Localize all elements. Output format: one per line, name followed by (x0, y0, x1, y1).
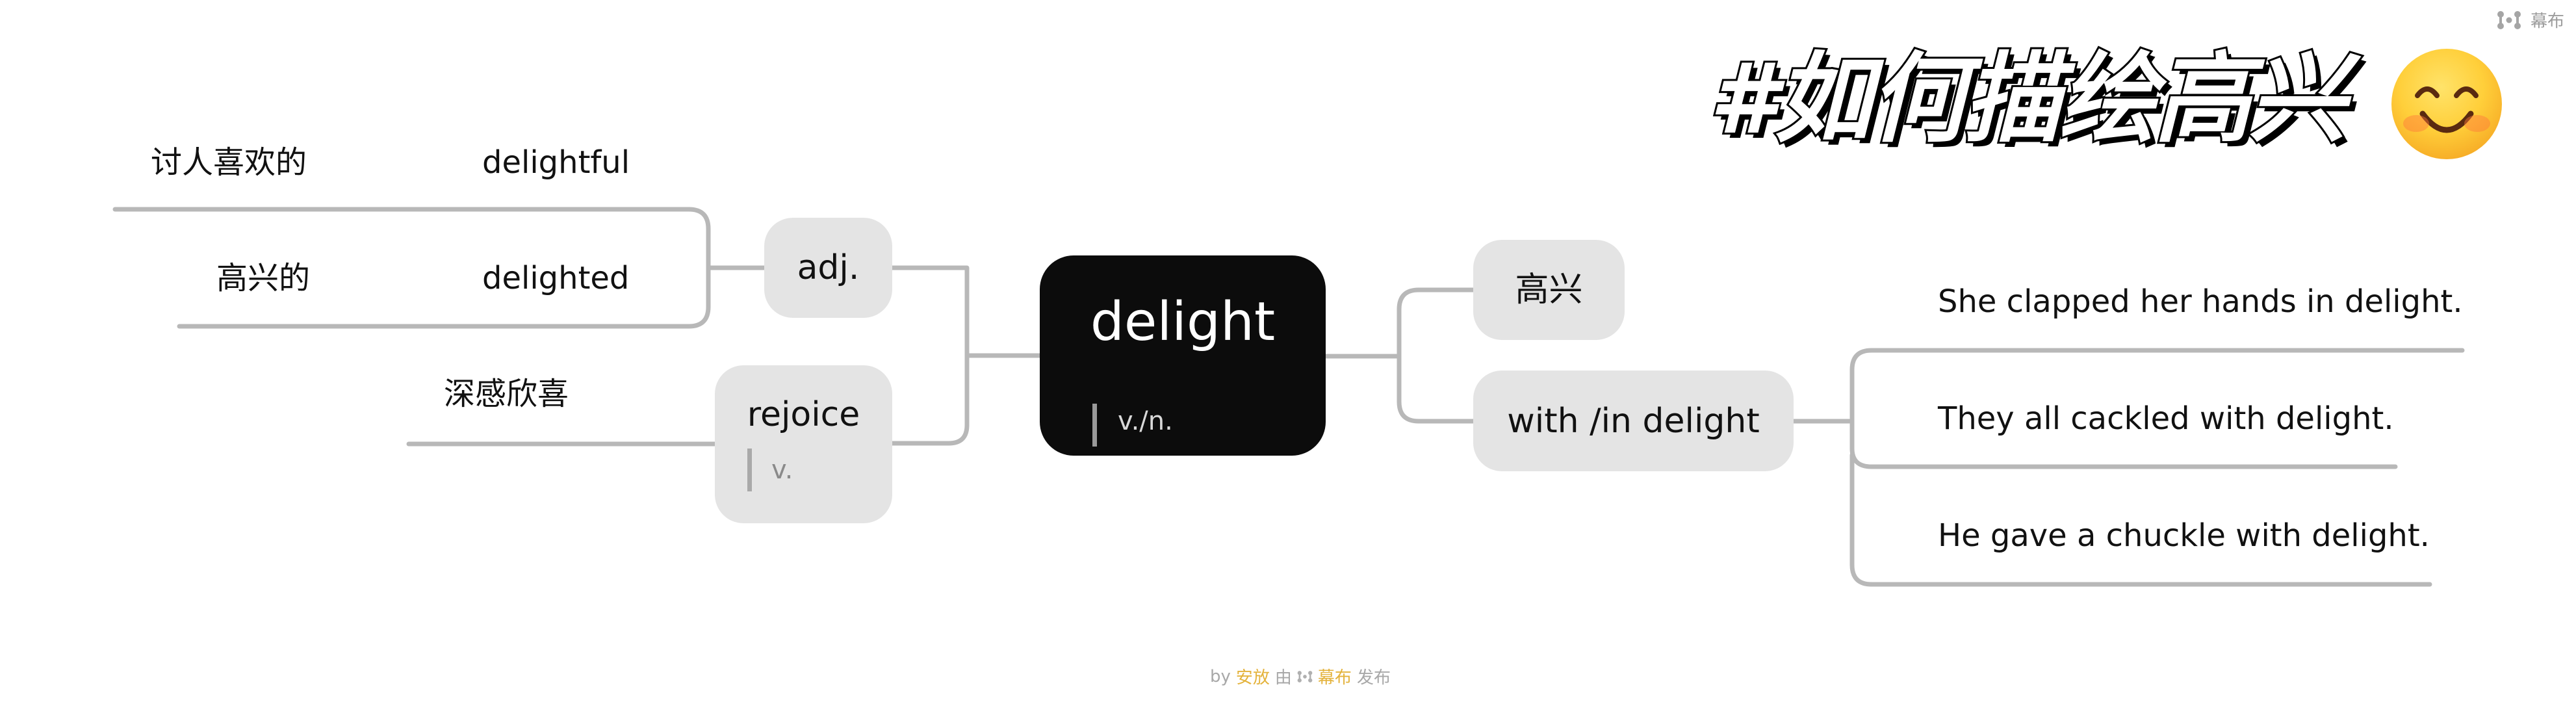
leaf-word-delightful[interactable]: delightful (482, 144, 630, 181)
node-pos: v. (771, 455, 793, 485)
example-sentence-2[interactable]: They all cackled with delight. (1938, 400, 2394, 437)
node-adj[interactable]: adj. (764, 218, 892, 318)
root-pos: v./n. (1118, 406, 1173, 436)
example-sentence-3[interactable]: He gave a chuckle with delight. (1938, 517, 2430, 554)
leaf-meaning-delighted[interactable]: 高兴的 (216, 260, 311, 296)
node-label: with /in delight (1507, 401, 1760, 441)
node-note: v. (747, 448, 793, 491)
root-label: delight (1090, 291, 1276, 353)
root-node[interactable]: delight v./n. (1040, 255, 1326, 456)
footer-platform[interactable]: 幕布 (1317, 668, 1352, 688)
node-gaoxing[interactable]: 高兴 (1473, 240, 1625, 340)
node-rejoice[interactable]: rejoice v. (715, 365, 892, 523)
leaf-meaning-delightful[interactable]: 讨人喜欢的 (151, 144, 307, 181)
leaf-word-delighted[interactable]: delighted (482, 260, 630, 296)
footer-by: by (1210, 666, 1231, 686)
page-title: #如何描绘高兴 (1707, 43, 2348, 156)
node-label: adj. (797, 248, 860, 287)
note-bar (747, 448, 752, 491)
node-with-in-delight[interactable]: with /in delight (1473, 370, 1794, 471)
footer-author[interactable]: 安放 (1235, 668, 1270, 688)
example-sentence-1[interactable]: She clapped her hands in delight. (1938, 283, 2463, 320)
footer-via: 由 (1274, 668, 1292, 688)
node-label: 高兴 (1515, 270, 1583, 309)
footer-published: 发布 (1356, 668, 1391, 688)
note-bar (1092, 404, 1097, 447)
footer-credit: by 安放 由 幕布 发布 (1210, 664, 1391, 688)
leaf-meaning-rejoice[interactable]: 深感欣喜 (444, 376, 569, 412)
smiling-face-emoji-icon (2391, 49, 2502, 159)
mubu-logo-icon (1297, 670, 1313, 682)
brand-logo: 幕布 (2497, 8, 2564, 32)
brand-name: 幕布 (2531, 12, 2565, 31)
node-label: rejoice (747, 395, 860, 434)
mubu-logo-icon (2497, 10, 2521, 29)
